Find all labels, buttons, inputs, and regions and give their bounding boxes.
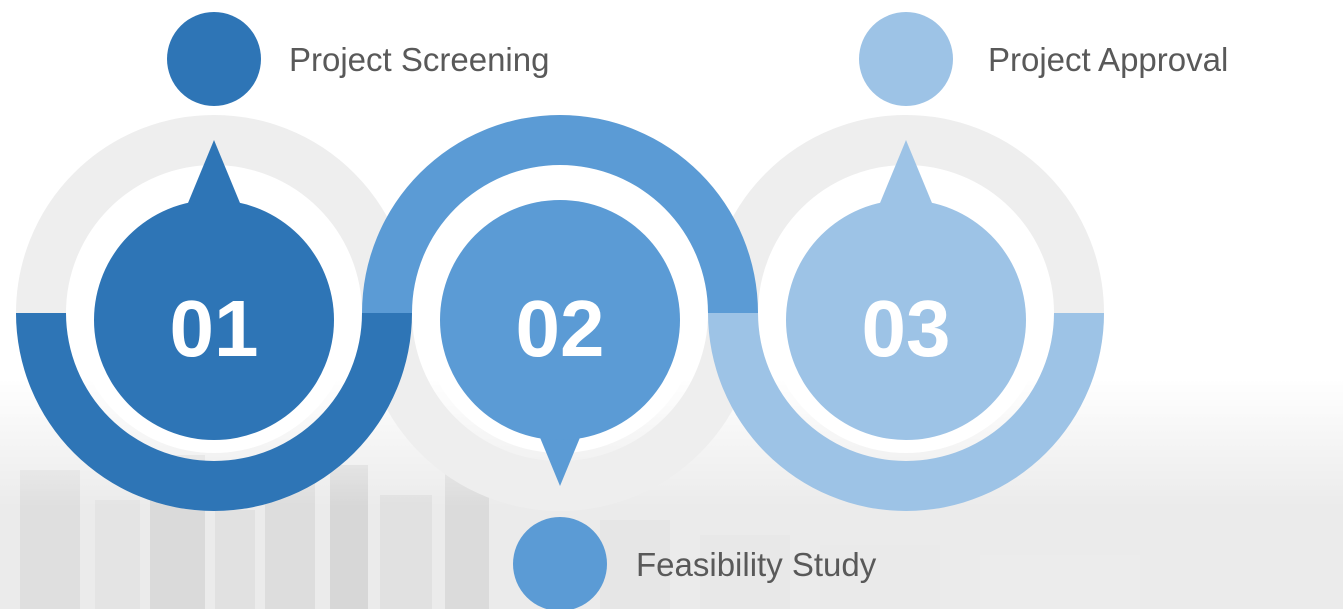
step-1-dot [167, 12, 261, 106]
step-1: 01 Project Screening [94, 12, 549, 440]
step-2-label: Feasibility Study [636, 546, 877, 583]
step-3-label: Project Approval [988, 41, 1228, 78]
step-3-pointer [880, 140, 932, 203]
step-2-number: 02 [516, 284, 605, 373]
step-2-disc [440, 200, 680, 440]
step-3-number: 03 [862, 284, 951, 373]
step-3: 03 Project Approval [786, 12, 1228, 440]
ring-arc-3 [708, 313, 1104, 511]
step-2-dot [513, 517, 607, 609]
step-3-dot [859, 12, 953, 106]
ring-arc-1 [16, 313, 412, 511]
step-1-disc [94, 200, 334, 440]
step-1-pointer [188, 140, 240, 203]
step-3-disc [786, 200, 1026, 440]
step-1-number: 01 [170, 284, 259, 373]
step-2: 02 Feasibility Study [440, 200, 877, 609]
step-1-label: Project Screening [289, 41, 549, 78]
ring-arc-2 [362, 115, 758, 313]
